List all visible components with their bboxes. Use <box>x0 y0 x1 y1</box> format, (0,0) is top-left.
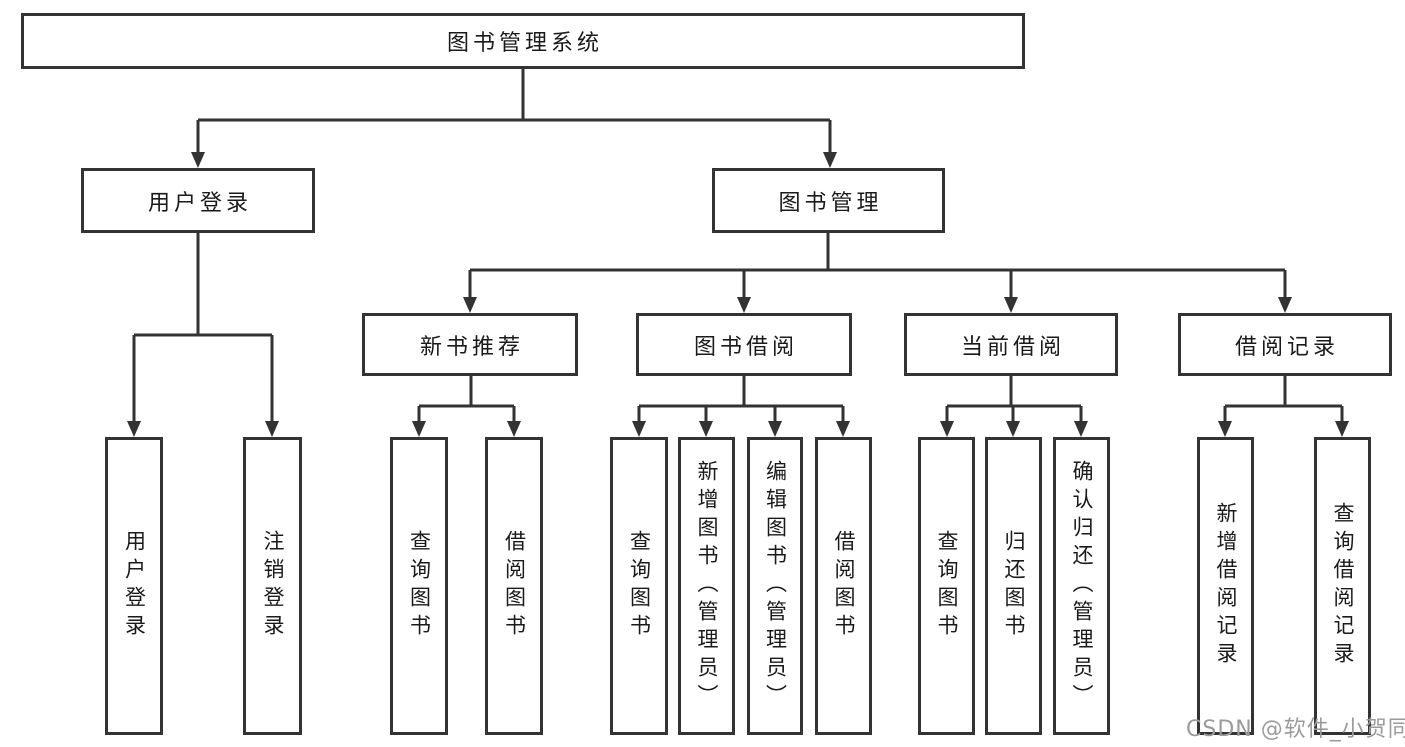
leaf-label: 借阅图书 <box>832 530 856 642</box>
leaf-user-login: 用户登录 <box>105 437 163 735</box>
node-new-book-recommend: 新书推荐 <box>362 313 578 376</box>
arrowhead <box>940 421 954 437</box>
edge-recommend-to-leaves <box>417 375 516 424</box>
arrowhead <box>768 421 782 437</box>
arrowhead <box>1218 421 1232 437</box>
leaf-search-books-borrow: 查询图书 <box>610 437 668 735</box>
leaf-label: 查询图书 <box>935 530 959 642</box>
arrowhead <box>699 421 713 437</box>
leaf-search-books-current: 查询图书 <box>918 437 975 735</box>
leaf-label: 编辑图书（管理员） <box>763 460 788 712</box>
leaf-add-borrow-record: 新增借阅记录 <box>1197 437 1254 735</box>
leaf-add-book-admin: 新增图书（管理员） <box>678 437 735 735</box>
arrowhead <box>1006 421 1020 437</box>
node-current-borrow: 当前借阅 <box>904 313 1118 376</box>
node-book-borrow: 图书借阅 <box>636 313 852 376</box>
leaf-edit-book-admin: 编辑图书（管理员） <box>747 437 803 735</box>
arrowhead <box>1074 421 1088 437</box>
arrowhead <box>1004 297 1018 313</box>
edge-root-to-level2 <box>196 69 832 155</box>
arrowhead <box>737 297 751 313</box>
arrowhead <box>463 297 477 313</box>
leaf-return-book: 归还图书 <box>985 437 1042 735</box>
leaf-label: 查询图书 <box>407 530 432 642</box>
arrowhead <box>191 152 205 168</box>
arrowhead <box>632 421 646 437</box>
leaf-label: 归还图书 <box>1002 530 1026 642</box>
leaf-label: 查询图书 <box>627 530 652 642</box>
arrowhead <box>823 152 837 168</box>
arrowhead <box>836 421 850 437</box>
edge-borrow-to-leaves <box>637 375 845 424</box>
arrowhead <box>507 421 521 437</box>
edge-records-to-leaves <box>1223 375 1344 424</box>
arrowhead <box>412 421 426 437</box>
leaf-label: 注销登录 <box>261 530 285 642</box>
leaf-search-books-recommend: 查询图书 <box>390 437 448 735</box>
leaf-label: 新增借阅记录 <box>1214 502 1238 670</box>
leaf-label: 确认归还（管理员） <box>1070 460 1094 712</box>
leaf-borrow-books-recommend: 借阅图书 <box>485 437 543 735</box>
node-book-management: 图书管理 <box>712 168 945 233</box>
arrowhead <box>1278 297 1292 313</box>
edge-userlogin-to-leaves <box>132 233 274 424</box>
edge-current-to-leaves <box>945 375 1083 424</box>
leaf-borrow-books: 借阅图书 <box>815 437 872 735</box>
arrowhead <box>127 421 141 437</box>
leaf-label: 查询借阅记录 <box>1331 502 1355 670</box>
leaf-search-borrow-record: 查询借阅记录 <box>1314 437 1371 735</box>
leaf-confirm-return-admin: 确认归还（管理员） <box>1053 437 1110 735</box>
node-borrow-records: 借阅记录 <box>1178 313 1392 376</box>
leaf-label: 新增图书（管理员） <box>695 460 719 712</box>
node-library-management-system: 图书管理系统 <box>21 13 1025 69</box>
arrowhead <box>265 421 279 437</box>
leaf-label: 用户登录 <box>122 530 147 642</box>
node-user-login: 用户登录 <box>81 168 315 233</box>
edge-bookmgmt-to-level3 <box>468 233 1287 300</box>
arrowhead <box>1335 421 1349 437</box>
watermark: CSDN @软件_小贺同学 <box>1186 717 1405 742</box>
leaf-label: 借阅图书 <box>502 530 527 642</box>
leaf-logout: 注销登录 <box>243 437 302 735</box>
